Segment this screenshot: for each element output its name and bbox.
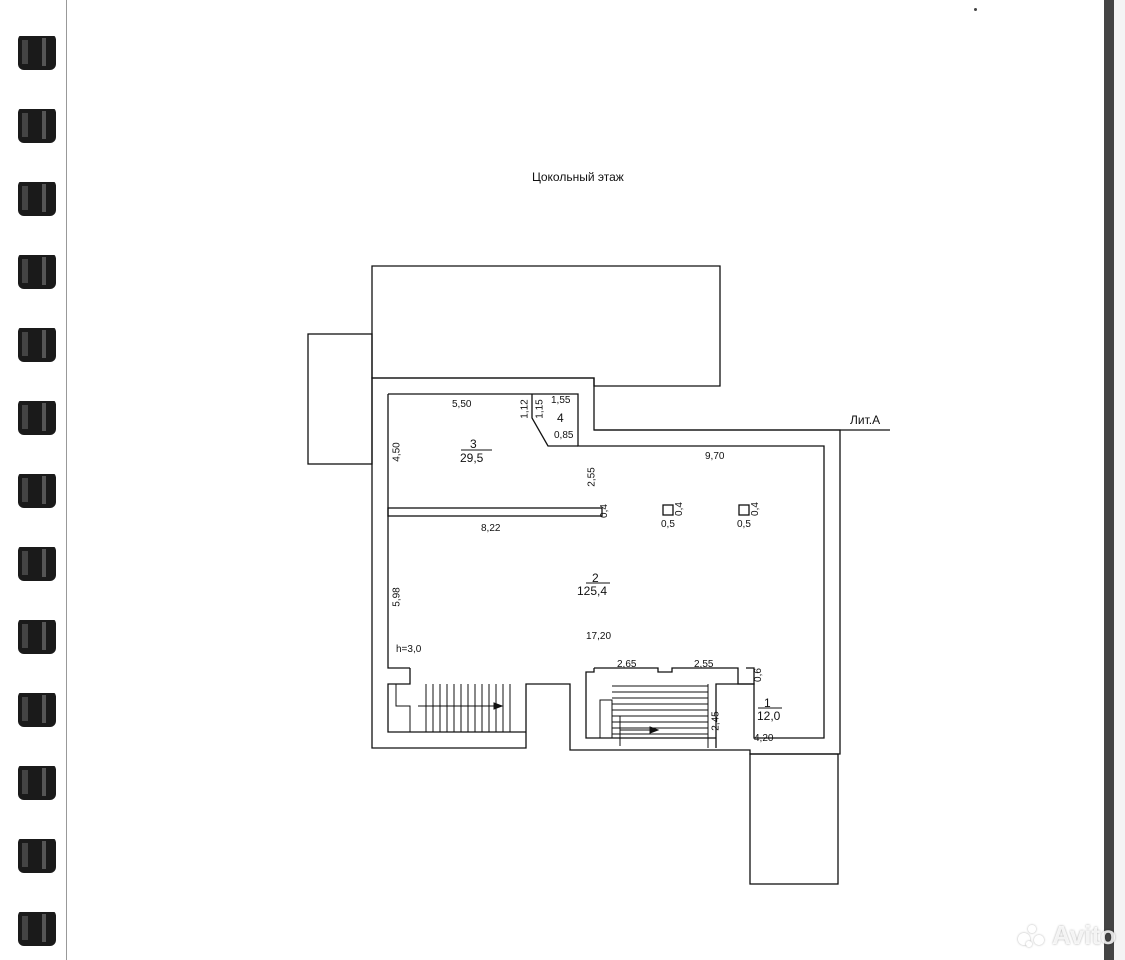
binding-ring [14,468,62,508]
speck [974,8,977,11]
dim-4-50: 4,50 [391,442,403,462]
room-1-area: 12,0 [757,709,781,723]
dim-2-55-horizontal: 2,55 [694,659,714,670]
west-inner-wall [387,394,410,669]
column-1 [662,504,674,516]
page-edge-shadow [1104,0,1114,960]
room-2-south-wall [387,668,526,733]
binding-ring [14,176,62,216]
dim-2-45: 2,45 [710,711,722,731]
binding-ring [14,30,62,70]
left-staircase [395,684,511,732]
room-1-number: 1 [764,696,771,710]
binding-ring [14,906,62,946]
binding-ring [14,614,62,654]
dim-1-55: 1,55 [551,395,571,406]
dim-2-65: 2,65 [617,659,637,670]
dim-17-20: 17,20 [586,631,612,642]
dim-0-4-column-1: 0,4 [673,502,685,516]
dim-8-22: 8,22 [481,523,501,534]
dim-0-4-column-2: 0,4 [749,502,761,516]
binding-ring [14,395,62,435]
building-label: Лит.А [850,413,881,427]
dim-1-12: 1,12 [519,399,531,419]
room-4-number: 4 [557,411,564,425]
binding-ring [14,103,62,143]
binding-ring [14,322,62,362]
left-annex-outline [307,333,373,465]
dim-0-6: 0,6 [752,668,764,682]
height-note: h=3,0 [396,644,422,655]
dim-0-4-partition: 0,4 [598,504,610,518]
dim-5-98: 5,98 [391,587,403,607]
binding-ring [14,249,62,289]
room-2-number: 2 [592,571,599,585]
dim-0-5-column-1: 0,5 [661,519,675,530]
dim-0-85: 0,85 [554,430,574,441]
page-sheet [66,0,1106,960]
watermark-text: Avito [1052,920,1117,950]
lower-right-annex-outline [749,753,839,885]
column-2 [738,504,750,516]
binding-ring [14,833,62,873]
upper-annex-outline [371,265,721,387]
dim-2-55-vertical: 2,55 [586,467,598,487]
dim-0-5-column-2: 0,5 [737,519,751,530]
watermark: Avito [1018,920,1116,951]
room-3-area: 29,5 [460,451,484,465]
right-staircase [599,684,709,748]
dim-4-20: 4,20 [754,733,774,744]
dim-1-15: 1,15 [534,399,546,419]
dim-9-70: 9,70 [705,451,725,462]
page-margin-line [66,0,67,960]
room-3-number: 3 [470,437,477,451]
plan-title: Цокольный этаж [532,170,624,184]
room-2-area: 125,4 [577,584,608,598]
partition-wall [387,507,603,517]
room-4-walls [531,394,578,447]
building-inner-wall [388,393,825,748]
binding-ring [14,541,62,581]
avito-logo-icon [1018,923,1048,949]
binding-ring [14,760,62,800]
binding-ring [14,687,62,727]
dim-5-50: 5,50 [452,399,472,410]
page-edge-background [1114,0,1125,960]
